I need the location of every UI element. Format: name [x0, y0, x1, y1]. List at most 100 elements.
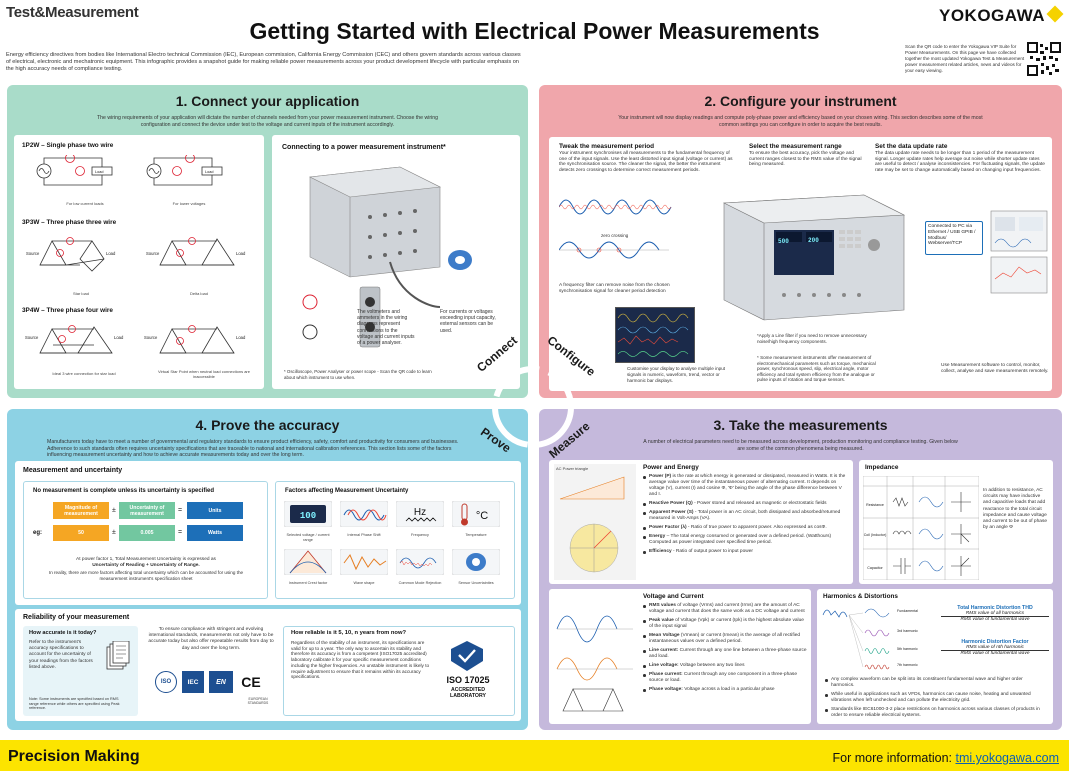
- load-label: Load: [205, 170, 213, 174]
- impedance-title: Impedance: [865, 464, 899, 471]
- european-standards-label: EUROPEAN STANDARDS: [247, 697, 269, 705]
- power-term-item-term: Energy: [649, 534, 666, 539]
- harmonic-label-3rd: 3rd harmonic: [897, 629, 918, 633]
- voltage-current-item-definition: Current through any one line between a t…: [649, 648, 807, 659]
- current-sensor-icon: [448, 250, 472, 270]
- wiring-1p2w-title: 1P2W – Single phase two wire: [22, 142, 114, 149]
- connection-footnote: * Oscilloscope, Power Analyser or power …: [284, 369, 432, 381]
- factor-icon: [339, 548, 389, 576]
- section-intro-prove: Manufacturers today have to meet a numbe…: [47, 439, 459, 459]
- voltage-current-item-term: Line voltage:: [649, 663, 679, 668]
- footer-website-link[interactable]: tmi.yokogawa.com: [955, 751, 1059, 765]
- factor-label: Internal Phase Shift: [347, 533, 381, 537]
- voltage-current-item: Line current: Current through any one li…: [643, 648, 807, 660]
- power-term-item: Energy – The total energy consumed or ge…: [643, 534, 847, 546]
- power-term-item-definition: – The total energy consumed or generated…: [649, 534, 832, 545]
- source-label: Source: [144, 335, 158, 340]
- power-term-item: Efficiency - Ratio of output power to in…: [643, 549, 847, 555]
- footer-more-info: For more information: tmi.yokogawa.com: [833, 751, 1059, 765]
- impedance-row-resistance: Resistance: [866, 503, 884, 507]
- section-intro-connect: The wiring requirements of your applicat…: [96, 115, 439, 128]
- factor-label: Instrument Crest factor: [288, 581, 328, 585]
- plus-minus: ±: [112, 529, 116, 536]
- uncertainty-factor-item: Sensor Uncertainties: [451, 548, 501, 586]
- voltage-current-item-term: RMS values: [649, 603, 676, 608]
- voltage-current-item-definition: Current through any one component in a t…: [649, 672, 797, 683]
- wiring-3p4w-caption-b: Virtual Star Point when neutral load con…: [158, 369, 250, 379]
- mu-text-3: In reality, there are more factors affec…: [48, 570, 244, 582]
- standards-logos: ISO IEC EN CE: [155, 671, 264, 693]
- power-term-item-definition: - Ratio of true power to apparent power.…: [686, 525, 827, 530]
- harmonic-label-5th: 5th harmonic: [897, 647, 918, 651]
- eg-label: eg:: [33, 530, 42, 536]
- waveform-sync-diagram: [559, 199, 672, 259]
- pc-connectivity-box: Connected to PC via Ethernet / USB GPIB …: [925, 221, 983, 255]
- ac-triangle-title: AC Power triangle: [556, 466, 589, 471]
- page-title: Getting Started with Electrical Power Me…: [249, 18, 820, 44]
- source-label: Source: [25, 335, 39, 340]
- footer-bar: [0, 740, 1069, 771]
- uncertainty-factor-item: Common Mode Rejection: [395, 548, 445, 586]
- power-term-item-definition: - Total power in an AC circuit, both dis…: [649, 510, 841, 521]
- wiring-3p3w-caption-a: Star load: [72, 291, 89, 296]
- wiring-1p2w-caption-a: For low current loads: [66, 201, 104, 206]
- other-parameters-note: * Some measurement instruments offer mea…: [757, 355, 876, 382]
- hdf-numerator: RMS value of nth harmonic: [941, 645, 1049, 651]
- range-text: To ensure the best accuracy, pick the vo…: [749, 151, 862, 168]
- harmonic-label-7th: 7th harmonic: [897, 663, 918, 667]
- section-configure: 2. Configure your instrument Your instru…: [539, 85, 1062, 398]
- voltage-current-item-term: Line current:: [649, 648, 679, 653]
- wiring-3p3w-caption-b: Delta load: [189, 291, 208, 296]
- factor-label: Wave shape: [353, 581, 375, 585]
- voltage-current-item-definition: of voltage (Vrms) and current (Irms) are…: [649, 603, 805, 614]
- factor-label: Sensor Uncertainties: [458, 581, 494, 585]
- power-term-item: Apparent Power (S) - Total power in an A…: [643, 510, 847, 522]
- units-box: Units: [187, 502, 243, 519]
- impedance-row-coil: Coil (Inductor): [863, 533, 887, 537]
- voltage-current-item-definition: Voltage between any two lines: [678, 663, 745, 668]
- long-term-box: [283, 626, 515, 716]
- voltage-current-item-term: Peak value: [649, 618, 674, 623]
- power-term-item-term: Power (P): [649, 474, 672, 479]
- instrument-display-screen: [615, 307, 695, 363]
- reliability-panel: Reliability of your measurement How accu…: [15, 609, 521, 721]
- footer-slogan: Precision Making: [8, 748, 140, 765]
- reliability-title: Reliability of your measurement: [23, 614, 130, 621]
- voltage-current-item: Line voltage: Voltage between any two li…: [643, 663, 807, 669]
- pc-software-text: Use Measurement software to control, mon…: [941, 363, 1049, 375]
- accuracy-today-title: How accurate is it today?: [29, 630, 97, 636]
- zero-crossing-label: zero crossing: [601, 233, 629, 238]
- power-energy-list: Power (P) is the rate at which energy is…: [643, 474, 847, 558]
- equals-sign: =: [178, 529, 183, 536]
- hdf-title: Harmonic Distortion Factor: [961, 639, 1029, 645]
- qr-code-icon[interactable]: [1027, 42, 1061, 76]
- filter-text: A frequency filter can remove noise from…: [559, 283, 670, 295]
- voltage-current-item: Mean Voltage (Vmean) or current (Imean) …: [643, 633, 807, 645]
- connection-text-meters: The voltmeters and ammeters in the wirin…: [357, 309, 415, 347]
- power-term-item: Reactive Power (Q) - Power stored and re…: [643, 501, 847, 507]
- svg-text:100: 100: [300, 511, 316, 521]
- section-measure: 3. Take the measurements A number of ele…: [539, 409, 1062, 730]
- svg-text:Hz: Hz: [414, 507, 426, 518]
- power-term-item-definition: is the rate at which energy is generated…: [649, 474, 846, 497]
- factor-icon: [395, 548, 445, 576]
- voltage-current-panel: Voltage and Current RMS values of voltag…: [549, 589, 811, 724]
- iso-17025-label: ISO 17025: [446, 675, 490, 685]
- factor-label: Selected voltage / current range: [286, 533, 330, 542]
- example-uncertainty: 0.005: [119, 525, 175, 541]
- harmonics-list: Any complex waveform can be split into i…: [825, 677, 1047, 722]
- section-title-connect: 1. Connect your application: [175, 93, 360, 109]
- section-connect: 1. Connect your application The wiring r…: [7, 85, 528, 398]
- equals-sign: =: [178, 507, 183, 514]
- range-title: Select the measurement range: [749, 143, 842, 150]
- voltage-current-item-term: Phase current:: [649, 672, 683, 677]
- factor-icon: [451, 548, 501, 576]
- uncertainty-factor-item: Wave shape: [339, 548, 389, 586]
- wiring-3p4w-title: 3P4W – Three phase four wire: [22, 307, 113, 314]
- line-filter-note: *Apply a Line filter if you need to remo…: [757, 333, 867, 345]
- power-term-item-term: Power Factor (λ): [649, 525, 687, 530]
